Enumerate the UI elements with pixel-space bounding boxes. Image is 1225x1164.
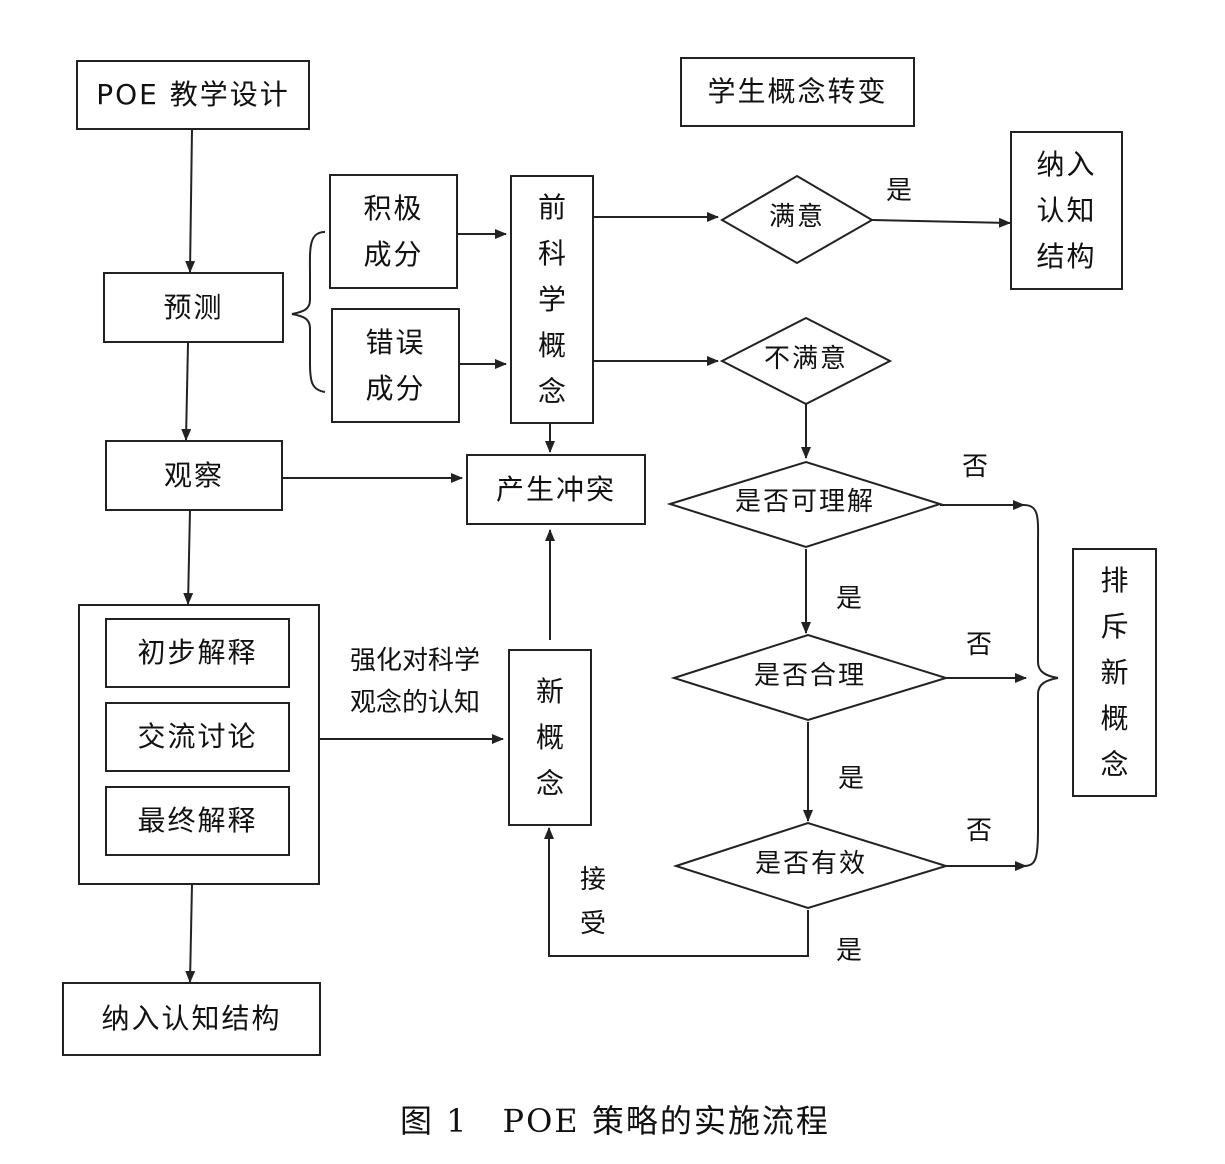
explain-step-discuss-label: 交流讨论 (137, 720, 258, 753)
preconcept-char: 学 (537, 282, 566, 316)
edge-label-yes-satisfied: 是 (886, 176, 913, 206)
edge-label-accept-2: 受 (580, 909, 607, 939)
reasonable-label: 是否合理 (753, 661, 866, 691)
preconcept-char: 念 (537, 374, 566, 408)
arrow-predict-to-observe (181, 342, 192, 441)
understandable-label: 是否可理解 (734, 487, 875, 517)
diamond-understandable (666, 460, 944, 549)
diamond-satisfied (720, 174, 874, 265)
reject-char: 新 (1100, 655, 1129, 689)
incorporate-box: 纳入认知结构 (62, 982, 321, 1056)
incorporate-right-line: 纳入 (1036, 147, 1097, 181)
poe-design-label: POE 教学设计 (96, 78, 290, 111)
arrow-design-to-predict (185, 128, 196, 273)
strengthen-line1: 强化对科学 (350, 646, 481, 676)
edge-label-no-reasonable: 否 (966, 630, 993, 660)
edge-label-yes-reasonable: 是 (838, 764, 865, 794)
reject-char: 概 (1100, 701, 1129, 735)
strengthen-line2: 观念的认知 (350, 688, 481, 718)
positive-component-box: 积极 成分 (329, 174, 458, 289)
positive-component-line2: 成分 (363, 237, 424, 271)
preconcept-char: 科 (537, 236, 566, 270)
reject-brace (1023, 504, 1059, 867)
predict-label: 预测 (163, 290, 224, 324)
reject-char: 斥 (1100, 609, 1129, 643)
preconcept-char: 概 (537, 328, 566, 362)
edge-label-yes-effective: 是 (836, 936, 863, 966)
new-concept-char: 新 (535, 674, 564, 708)
preconcept-box: 前 科 学 概 念 (510, 175, 594, 424)
explain-step-final-label: 最终解释 (137, 804, 258, 837)
explain-step-discuss: 交流讨论 (105, 702, 290, 772)
edge-label-accept: 接 受 (580, 858, 606, 946)
arrow-explain-to-incorporate (185, 883, 196, 983)
predict-box: 预测 (103, 272, 284, 343)
error-component-line1: 错误 (365, 325, 426, 359)
incorporate-right-box: 纳入 认知 结构 (1010, 131, 1123, 290)
edge-label-no-understandable: 否 (962, 452, 989, 482)
effective-label: 是否有效 (754, 849, 867, 879)
arrow-satisfied-to-incorporate (871, 217, 1011, 228)
error-component-box: 错误 成分 (331, 308, 460, 423)
error-component-line2: 成分 (365, 371, 426, 405)
conflict-label: 产生冲突 (495, 472, 616, 506)
arrow-observe-to-explain (183, 509, 194, 605)
reject-char: 念 (1100, 747, 1129, 781)
conflict-box: 产生冲突 (466, 454, 646, 525)
new-concept-char: 概 (535, 720, 564, 754)
edge-label-yes-understandable: 是 (836, 584, 863, 614)
arrow-effective-accept-loop (544, 827, 809, 957)
predict-brace (291, 231, 326, 393)
diamond-effective (672, 821, 950, 910)
strengthen-label: 强化对科学 观念的认知 (350, 640, 480, 724)
reject-box: 排 斥 新 概 念 (1072, 548, 1157, 797)
unsatisfied-label: 不满意 (763, 344, 848, 374)
explain-step-initial: 初步解释 (105, 618, 290, 688)
explain-step-initial-label: 初步解释 (137, 636, 258, 669)
poe-design-box: POE 教学设计 (76, 60, 310, 130)
positive-component-line1: 积极 (363, 191, 424, 225)
observe-box: 观察 (105, 440, 283, 511)
incorporate-right-line: 认知 (1036, 193, 1097, 227)
diamond-reasonable (670, 633, 950, 722)
figure-caption: 图 1 POE 策略的实施流程 (400, 1102, 830, 1140)
reject-char: 排 (1100, 563, 1129, 597)
new-concept-box: 新 概 念 (508, 649, 592, 826)
concept-change-box: 学生概念转变 (680, 57, 915, 127)
incorporate-right-line: 结构 (1036, 239, 1097, 273)
explain-step-final: 最终解释 (105, 786, 290, 856)
incorporate-label: 纳入认知结构 (101, 1002, 282, 1035)
edge-label-no-effective: 否 (966, 816, 993, 846)
diamond-unsatisfied (719, 316, 893, 406)
edge-label-accept-1: 接 (580, 865, 607, 895)
concept-change-label: 学生概念转变 (707, 75, 888, 108)
new-concept-char: 念 (535, 766, 564, 800)
observe-label: 观察 (163, 458, 224, 492)
satisfied-label: 满意 (768, 202, 825, 232)
preconcept-char: 前 (537, 190, 566, 224)
